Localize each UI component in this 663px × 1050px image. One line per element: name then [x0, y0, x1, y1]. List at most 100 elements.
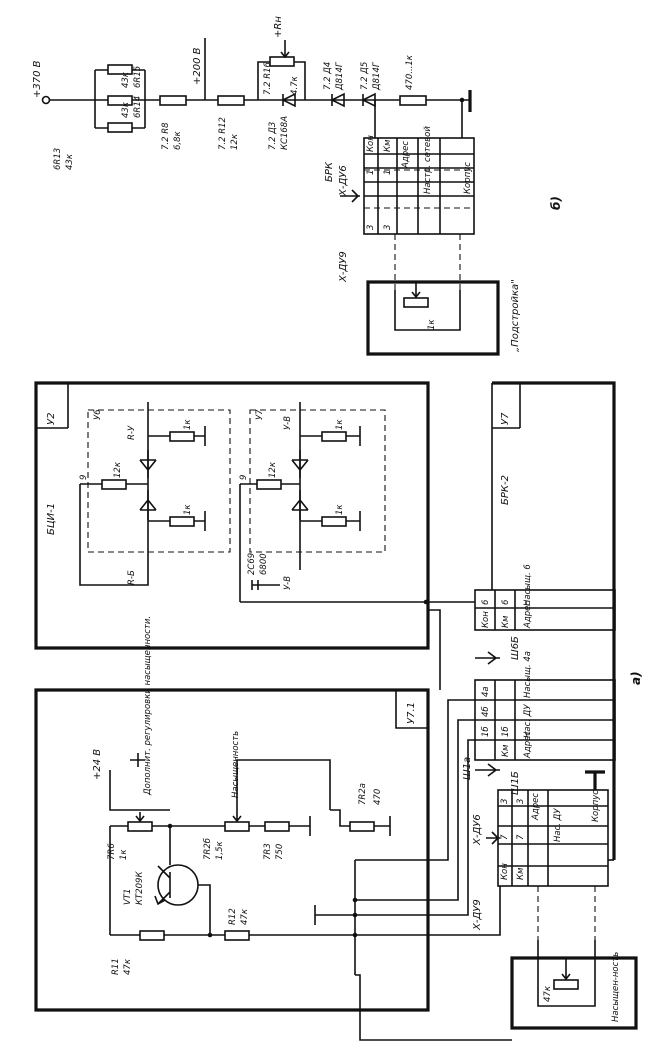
label-y7: У7	[255, 409, 265, 420]
sh6-hdr-addr: Адрес	[523, 601, 533, 629]
t2-r7-addr: Нас. ДУ	[553, 808, 563, 842]
label-pot-1k: 1к	[427, 319, 437, 330]
connector-table-xdu: Адрес Кон Км 7 7 Нас. ДУ 3 3 Корпус	[497, 770, 609, 887]
tbl-b-r3-addr: Корпус	[463, 162, 473, 194]
label-200v: +200 В	[192, 47, 203, 85]
label-r-12k-1: 12к	[113, 461, 123, 478]
tbl-b-r3-km: 3	[383, 225, 393, 230]
label-7d3-type: КС168А	[280, 116, 290, 150]
label-2c69: 2С69	[247, 553, 257, 575]
label-370v: +370 В	[32, 60, 43, 98]
sh-hdr-addr: Адрес	[523, 731, 533, 759]
block-y7-1	[34, 688, 430, 1012]
t2-r3-km: 3	[516, 799, 526, 804]
t2-r3-kon: 3	[500, 799, 510, 804]
sh4-num2: 4б	[481, 706, 491, 717]
label-6r13: 6R13	[53, 148, 63, 170]
label-yb-top: У-В	[283, 416, 293, 430]
label-podstroyka: „Подстройка"	[510, 279, 521, 352]
tbl-b-r3-kon: 3	[366, 225, 376, 230]
label-r-1k-d: 1к	[335, 504, 345, 515]
label-24v: +24 В	[92, 749, 103, 780]
t2-r3-addr: Корпус	[591, 790, 601, 822]
label-7r8-val: 6,8к	[173, 130, 183, 150]
label-7r6-val: 1к	[119, 849, 129, 860]
label-6800: 6800	[259, 553, 269, 575]
tbl-b-addr: Адрес	[401, 141, 411, 169]
sh1-num2: 1б	[501, 726, 511, 737]
label-un: +Rн	[273, 16, 284, 38]
connector-table-sh1: 4а Насыщ. 4а 4б 1б 1б Нас. ДУ Км Адрес	[474, 651, 616, 761]
label-7d3: 7.2 Д3	[268, 122, 278, 150]
sh4-num: 4а	[481, 686, 491, 697]
label-xdu9-b: Х-ДУ9	[338, 251, 349, 283]
label-add-reg-1: Дополнит. регулировки насыщенности.	[143, 616, 153, 796]
label-6r13-val: 43к	[65, 153, 75, 170]
sh6-addr: Насыщ. 6	[523, 564, 533, 606]
label-7r3: 7R3	[263, 843, 273, 860]
figure-b-label: б)	[549, 196, 563, 210]
block-bci-1	[34, 381, 430, 650]
label-node-9a: 9	[79, 475, 89, 480]
tbl-b-kon: Кон	[366, 135, 376, 152]
label-470-1k: 470...1к	[405, 54, 415, 90]
label-7d5: 7.2 Д5	[360, 62, 370, 90]
tbl-b-r1-km: 1	[383, 170, 393, 175]
label-nasyshennost: Насыщенность	[231, 731, 241, 798]
sh4-addr: Насыщ. 4а	[523, 651, 533, 698]
label-7d4: 7.2 Д4	[323, 62, 333, 90]
label-7r3-val: 750	[275, 844, 285, 860]
label-r11-val: 47к	[123, 958, 133, 975]
tbl-b-r1-addr: Настр. сетевой	[423, 126, 433, 194]
label-7r2b: 7R2б	[203, 838, 213, 860]
label-r-1k-c: 1к	[335, 419, 345, 430]
label-vt1-type: КТ209К	[135, 871, 145, 905]
t2-kon: Кон	[500, 863, 510, 880]
label-7r16: 7.2 R16	[263, 61, 273, 95]
label-7r8: 7.2 R8	[161, 122, 171, 150]
label-7r6: 7R6	[107, 843, 117, 860]
label-7d5-type: Д814Г	[372, 61, 382, 91]
tbl-b-r1-kon: 1	[366, 170, 376, 175]
label-y71: У7.1	[406, 702, 417, 724]
t2-addr: Адрес	[531, 793, 541, 821]
label-r-1k-b: 1к	[183, 504, 193, 515]
sh6-num2: 6	[501, 599, 511, 605]
label-7r2a-val: 470	[373, 789, 383, 805]
label-7d4-type: Д814Г	[335, 61, 345, 91]
figure-b: +370 В 6R15 43к 6R14 43к 6R13 43к 7.2 R8…	[32, 16, 563, 356]
connector-table-b: Кон Км Адрес 1 1 Настр. сетевой 3 3 Корп…	[363, 126, 475, 235]
label-brk2-y7: У7	[500, 412, 511, 425]
label-7r2a: 7R2а	[358, 783, 368, 805]
connector-table-sh6: 6 6 Насыщ. 6 Кон Км Адрес	[474, 564, 616, 631]
label-bci-1: БЦИ-1	[46, 503, 57, 535]
label-y2: У2	[46, 413, 57, 425]
t2-km: Км	[516, 867, 526, 880]
sh6-num: 6	[481, 599, 491, 605]
label-y6: У6	[93, 409, 103, 420]
label-7r12: 7.2 R12	[218, 117, 228, 150]
t2-r7-km: 7	[516, 834, 526, 840]
sh6-hdr-kon: Кон	[481, 611, 491, 628]
label-sh1b: Ш1Б	[510, 771, 521, 795]
label-6r15: 6R15	[133, 66, 143, 88]
figure-a: У2 БЦИ-1 У6 12к 9 1к 1к R-У R-Б У7 12к 9…	[34, 381, 643, 1041]
figure-a-label: а)	[629, 671, 643, 685]
label-sh6b: Ш6Б	[510, 636, 521, 660]
label-xdu9-a: Х-ДУ9	[472, 899, 483, 931]
label-r12: R12	[228, 908, 238, 925]
label-brk: БРК	[324, 161, 335, 182]
tbl-b-km: Км	[383, 139, 393, 152]
label-7r16-val: 4.7к	[290, 75, 300, 95]
label-rb: R-Б	[127, 570, 137, 585]
label-ry: R-У	[127, 425, 137, 440]
label-node-9b: 9	[239, 475, 249, 480]
sh1-num: 1б	[481, 726, 491, 737]
sh-hdr-km: Км	[501, 744, 511, 757]
t2-r7-kon: 7	[500, 834, 510, 840]
label-r-12k-2: 12к	[268, 461, 278, 478]
label-6r14: 6R14	[133, 96, 143, 118]
label-vt1: VT1	[123, 889, 133, 905]
label-7r12-val: 12к	[230, 133, 240, 150]
label-xdu6-a: Х-ДУ6	[472, 814, 483, 846]
